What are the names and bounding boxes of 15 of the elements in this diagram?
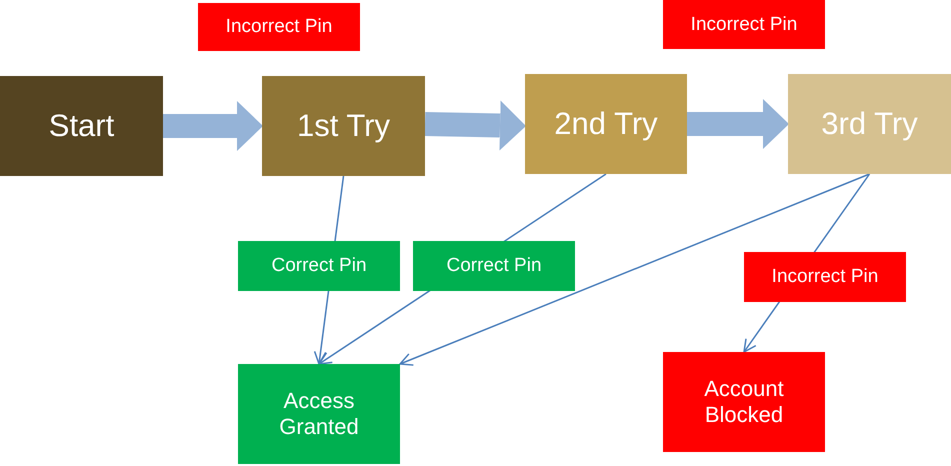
block-arrow (424, 100, 526, 150)
edge-label: Incorrect Pin (198, 3, 360, 51)
edge-label: Correct Pin (238, 241, 400, 291)
process-box: Access Granted (238, 364, 400, 464)
process-box: Start (0, 76, 163, 176)
edge-label: Incorrect Pin (663, 0, 825, 49)
block-arrow (163, 101, 263, 151)
process-box: 2nd Try (525, 74, 687, 174)
arrow (399, 173, 870, 366)
process-box: 1st Try (262, 76, 425, 176)
block-arrow (687, 99, 789, 149)
process-box: 3rd Try (788, 74, 951, 174)
edge-label: Incorrect Pin (744, 252, 906, 302)
edge-label: Correct Pin (413, 241, 575, 291)
process-box: Account Blocked (663, 352, 825, 452)
